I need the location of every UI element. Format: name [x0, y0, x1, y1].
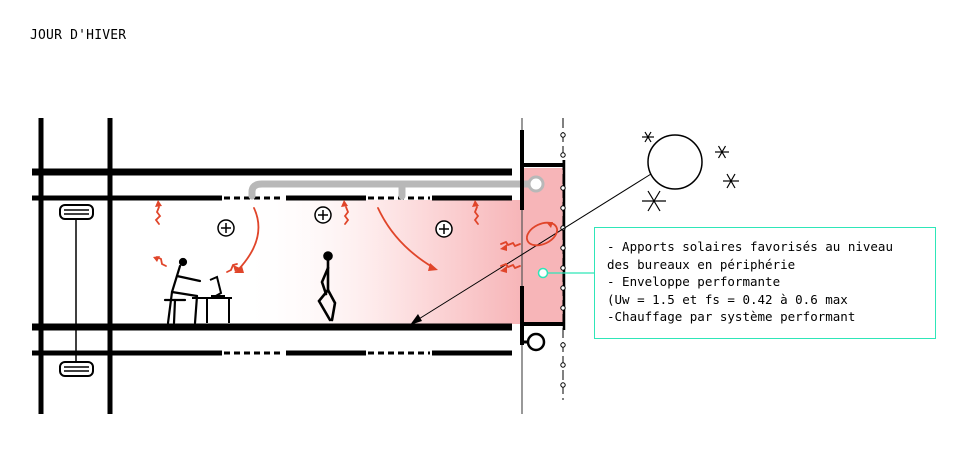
plus-marks — [221, 210, 449, 234]
left-columns — [38, 118, 113, 414]
person-icon — [317, 251, 337, 322]
info-callout: - Apports solaires favorisés au niveau d… — [594, 227, 936, 339]
solar-ray — [413, 173, 652, 323]
callout-line: - Apports solaires favorisés au niveau — [607, 239, 893, 254]
heat-arrowheads — [153, 200, 553, 273]
callout-line: (Uw = 1.5 et fs = 0.42 à 0.6 max — [607, 291, 848, 307]
warm-zone — [240, 200, 522, 324]
callout-line: -Chauffage par système performant — [607, 309, 856, 324]
column-ducts — [59, 204, 94, 377]
callout-line: des bureaux en périphérie — [607, 256, 796, 272]
callout-line: - Enveloppe performante — [607, 274, 781, 289]
desk — [192, 275, 232, 323]
facade — [520, 118, 566, 414]
diagram-title: JOUR D'HIVER — [30, 28, 127, 43]
sun-icon — [647, 134, 703, 190]
solar-ray-arrowhead — [410, 314, 422, 325]
duct-end — [527, 175, 545, 193]
person-icon — [163, 257, 202, 325]
heat-arrow-icon — [154, 206, 559, 273]
glazing-warm-zone — [522, 168, 564, 324]
ventilation-duct — [248, 180, 534, 200]
snowflake-icon — [642, 131, 739, 212]
